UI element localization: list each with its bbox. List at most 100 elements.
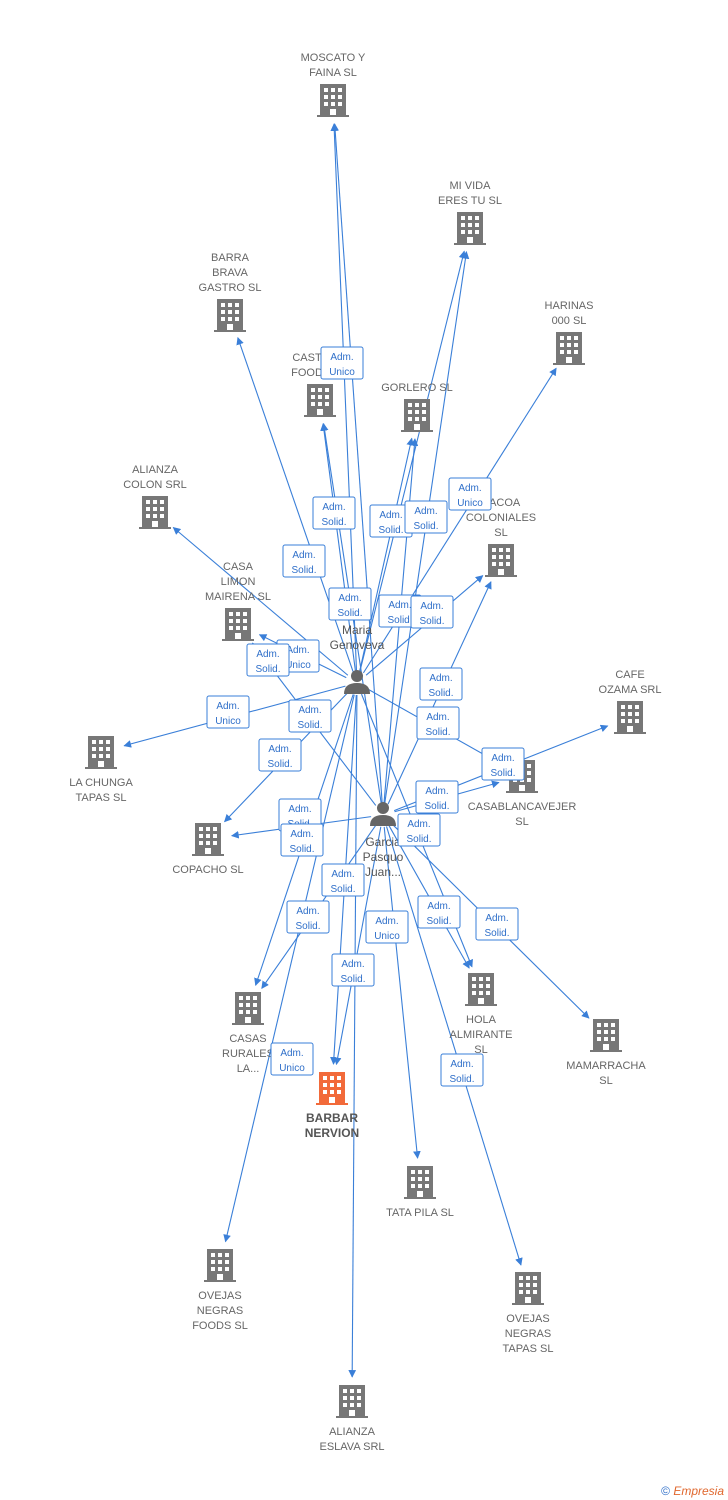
building-icon: [214, 299, 246, 332]
edge-maria-ovejasfoods: [223, 694, 355, 1243]
role-badge[interactable]: Adm.Solid.: [288, 699, 332, 733]
company-label: MAIRENA SL: [205, 591, 271, 603]
company-label: 000 SL: [552, 315, 587, 327]
role-badge-text: Adm.: [375, 916, 398, 927]
role-badge[interactable]: Adm.Solid.: [415, 780, 459, 814]
role-badge-text: Adm.: [426, 712, 449, 723]
building-icon: [304, 384, 336, 417]
role-badge-text: Adm.: [256, 649, 279, 660]
company-label: MAMARRACHA: [566, 1060, 646, 1072]
person-icon: [370, 802, 396, 826]
person-label: Maria: [342, 623, 372, 637]
role-badge-text: Solid.: [424, 801, 449, 812]
company-node-casasrurales[interactable]: CASASRURALESLA...: [222, 992, 274, 1075]
role-badge[interactable]: Adm.Solid.: [481, 747, 525, 781]
role-badge-text: Adm.: [379, 510, 402, 521]
person-node-garcia[interactable]: GarciaPasquoJuan...: [363, 802, 404, 879]
company-label: ALMIRANTE: [450, 1029, 513, 1041]
company-label: TATA PILA SL: [386, 1207, 454, 1219]
role-badge-text: Unico: [457, 498, 483, 509]
role-badge[interactable]: Adm.Solid.: [321, 863, 365, 897]
role-badge[interactable]: Adm.Unico: [365, 910, 409, 944]
role-badge[interactable]: Adm. Solid.: [416, 706, 460, 740]
edge-maria-alianzaeslava: [348, 694, 358, 1378]
role-badge-text: Adm.: [485, 913, 508, 924]
building-icon: [401, 399, 433, 432]
role-badge[interactable]: Adm.Unico: [206, 695, 250, 729]
role-badge-text: Solid.: [428, 688, 453, 699]
role-badge[interactable]: Adm.Solid.: [286, 900, 330, 934]
company-label: SL: [474, 1044, 487, 1056]
company-label: NEGRAS: [505, 1328, 551, 1340]
role-badge[interactable]: Adm.Solid.: [280, 823, 324, 857]
company-label: MI VIDA: [450, 180, 492, 192]
role-badge[interactable]: Adm.Solid.: [397, 813, 441, 847]
role-badge[interactable]: Adm.Solid.: [258, 738, 302, 772]
role-badge[interactable]: Adm.Solid.: [417, 895, 461, 929]
company-node-gorlero[interactable]: GORLERO SL: [381, 382, 453, 432]
company-label: SL: [599, 1075, 612, 1087]
role-badge-text: Adm.: [280, 1048, 303, 1059]
footer-credit[interactable]: © Empresia: [661, 1484, 724, 1498]
role-badge-text: Adm.: [427, 901, 450, 912]
role-badge-text: Solid.: [425, 727, 450, 738]
role-badge-text: Adm.: [414, 506, 437, 517]
role-badge[interactable]: Adm.Solid.: [404, 500, 448, 534]
role-badge-text: Adm.: [331, 869, 354, 880]
person-label: Garcia: [365, 835, 401, 849]
building-icon: [232, 992, 264, 1025]
company-node-mamarracha[interactable]: MAMARRACHA SL: [566, 1019, 646, 1087]
company-node-tatapila[interactable]: TATA PILA SL: [386, 1166, 454, 1219]
person-label: Genoveva: [330, 638, 385, 652]
role-badge[interactable]: Adm. Solid.: [331, 953, 375, 987]
company-label: SL: [494, 527, 507, 539]
role-badge[interactable]: Adm.Unico: [320, 346, 364, 380]
company-label: BRAVA: [212, 267, 248, 279]
role-badge[interactable]: Adm.Solid.: [328, 587, 372, 621]
role-badge[interactable]: Adm.Solid.: [312, 496, 356, 530]
role-badge[interactable]: Adm.Solid.: [410, 595, 454, 629]
role-badge-text: Adm.: [322, 502, 345, 513]
role-badge[interactable]: Adm.Unico: [448, 477, 492, 511]
role-badge-text: Adm.: [290, 829, 313, 840]
role-badge[interactable]: Adm.Solid.: [440, 1053, 484, 1087]
edge-garcia-moscato: [331, 123, 383, 804]
company-label: RURALES: [222, 1048, 274, 1060]
role-badge-text: Adm.: [341, 959, 364, 970]
role-badge[interactable]: Adm.Solid.: [419, 667, 463, 701]
company-label: SL: [515, 816, 528, 828]
role-badge-text: Solid.: [340, 974, 365, 985]
company-label: OVEJAS: [506, 1313, 549, 1325]
company-label: MOSCATO Y: [301, 52, 366, 64]
role-badge-text: Solid.: [387, 615, 412, 626]
company-node-copacho[interactable]: COPACHO SL: [172, 823, 244, 876]
role-badge-text: Adm.: [338, 593, 361, 604]
role-badge[interactable]: Adm.Solid.: [282, 544, 326, 578]
company-node-holaalmirante[interactable]: HOLA ALMIRANTE SL: [450, 973, 513, 1056]
role-badge[interactable]: Adm.Solid.: [475, 907, 519, 941]
role-badge-text: Adm.: [268, 744, 291, 755]
company-label: HOLA: [466, 1014, 497, 1026]
company-label: TAPAS SL: [76, 792, 127, 804]
role-badge[interactable]: Adm. Unico: [270, 1042, 314, 1076]
role-badge[interactable]: Adm.Solid.: [246, 643, 290, 677]
role-badge-text: Unico: [279, 1063, 305, 1074]
role-badge-text: Adm.: [298, 705, 321, 716]
building-icon: [192, 823, 224, 856]
